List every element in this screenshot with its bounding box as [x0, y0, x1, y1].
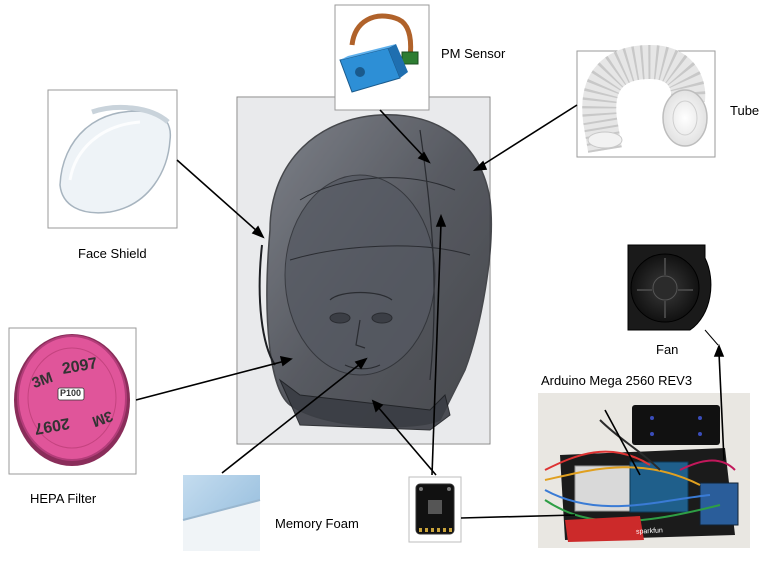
label-arduino: Arduino Mega 2560 REV3: [541, 373, 693, 388]
label-memory-foam: Memory Foam: [275, 516, 359, 531]
board-brand-text: sparkfun: [635, 527, 664, 536]
face-shield-image: [47, 89, 178, 229]
fan-image: [619, 236, 721, 346]
memory-foam-image: [182, 475, 261, 551]
connector-lines: [135, 104, 725, 519]
label-pm-sensor: PM Sensor: [441, 46, 506, 61]
sensor-board-image: [408, 476, 462, 543]
hepa-filter-image: [8, 327, 137, 475]
tube-image: [576, 44, 716, 158]
label-face-shield: Face Shield: [78, 246, 147, 261]
arduino-image: [538, 393, 750, 548]
label-tube: Tube: [730, 103, 760, 118]
helmet-render: [236, 96, 493, 445]
pm-sensor-image: [334, 4, 430, 111]
label-fan: Fan: [656, 342, 679, 357]
hepa-rating-text: P100: [60, 388, 82, 398]
label-hepa-filter: HEPA Filter: [30, 491, 97, 506]
